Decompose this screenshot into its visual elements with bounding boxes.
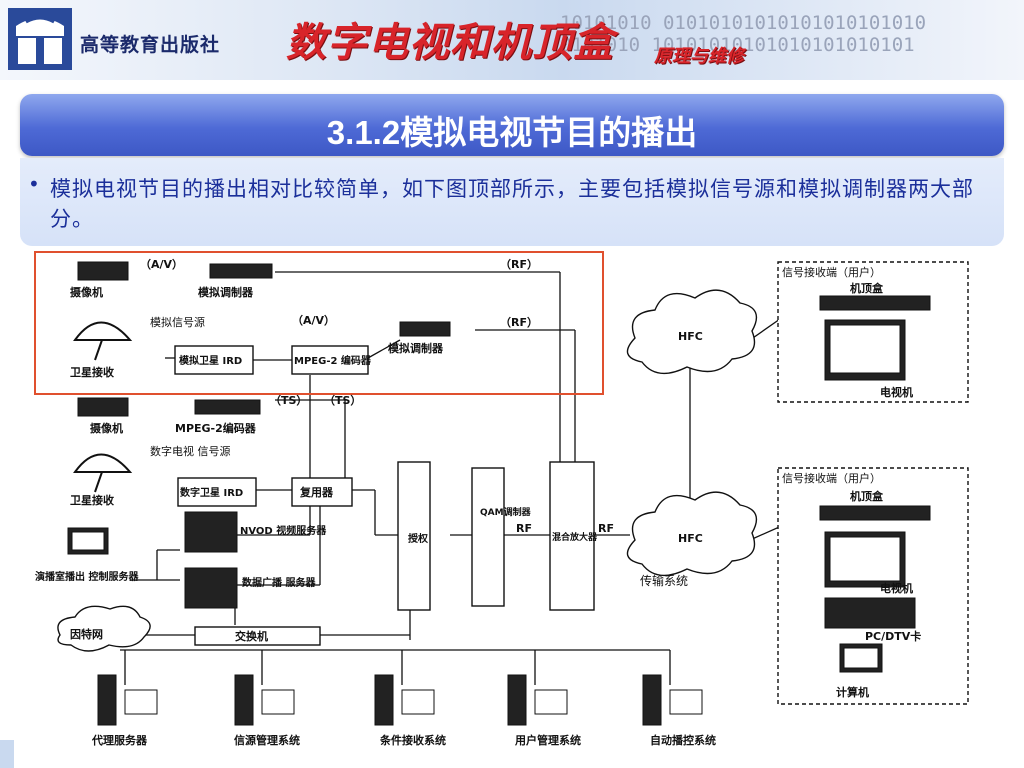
label-receiver2: 信号接收端（用户） bbox=[782, 471, 881, 485]
label-av2: （A/V） bbox=[292, 314, 335, 327]
label-mixer: 混合放大器 bbox=[552, 531, 598, 543]
label-analog-ird: 模拟卫星 IRD bbox=[179, 354, 242, 367]
label-hfc1: HFC bbox=[678, 330, 703, 343]
label-switch: 交换机 bbox=[235, 629, 268, 643]
label-auth: 授权 bbox=[408, 532, 429, 545]
label-rf1: （RF） bbox=[500, 258, 538, 271]
label-data-server: 数据广播 服务器 bbox=[242, 576, 316, 589]
bullet-icon: • bbox=[28, 172, 40, 196]
label-computer: 计算机 bbox=[836, 685, 869, 699]
label-modulator2: 模拟调制器 bbox=[388, 341, 444, 355]
bullet-text-box: • 模拟电视节目的播出相对比较简单，如下图顶部所示，主要包括模拟信号源和模拟调制… bbox=[20, 158, 1004, 246]
label-digital-source: 数字电视 信号源 bbox=[150, 444, 231, 458]
label-ca-system: 条件接收系统 bbox=[379, 733, 446, 747]
corner-decoration bbox=[0, 740, 14, 768]
label-stb2: 机顶盒 bbox=[850, 489, 884, 503]
header-banner: 高等教育出版社 10101010 01010101010101010101010… bbox=[0, 0, 1024, 80]
label-mpeg-enc2: MPEG-2编码器 bbox=[175, 421, 257, 435]
publisher-name: 高等教育出版社 bbox=[80, 34, 221, 56]
label-ts2: （TS） bbox=[324, 394, 361, 407]
label-broadcast-ctrl: 演播室播出 控制服务器 bbox=[35, 570, 139, 583]
binary-decoration: 10101010 01010101010101010101010 0101010… bbox=[560, 12, 927, 56]
slide-title: 3.1.2模拟电视节目的播出 bbox=[326, 114, 698, 151]
label-satellite2: 卫星接收 bbox=[70, 493, 114, 507]
label-satellite1: 卫星接收 bbox=[70, 365, 114, 379]
label-camera1: 摄像机 bbox=[70, 285, 103, 299]
label-rf4: RF bbox=[598, 522, 614, 535]
label-mpeg-enc1: MPEG-2 编码器 bbox=[294, 354, 372, 367]
label-tv1: 电视机 bbox=[880, 385, 913, 399]
label-ts1: （TS） bbox=[270, 394, 307, 407]
publisher-logo-icon bbox=[6, 6, 74, 72]
bullet-paragraph: 模拟电视节目的播出相对比较简单，如下图顶部所示，主要包括模拟信号源和模拟调制器两… bbox=[50, 177, 974, 231]
slide-title-bar: 3.1.2模拟电视节目的播出 bbox=[20, 94, 1004, 156]
label-av1: （A/V） bbox=[140, 258, 183, 271]
label-pc-card: PC/DTV卡 bbox=[865, 629, 921, 643]
label-tv2: 电视机 bbox=[880, 581, 913, 595]
label-transmission: 传输系统 bbox=[640, 573, 688, 588]
label-camera2: 摄像机 bbox=[90, 421, 123, 435]
label-rf2: （RF） bbox=[500, 316, 538, 329]
label-hfc2: HFC bbox=[678, 532, 703, 545]
label-nvod: NVOD 视频服务器 bbox=[240, 524, 327, 537]
book-subtitle: 原理与维修 bbox=[654, 46, 744, 67]
broadcast-system-diagram: 摄像机 模拟调制器 （A/V） （RF） 模拟信号源 （A/V） （RF） 模拟… bbox=[30, 250, 1000, 755]
label-proxy: 代理服务器 bbox=[91, 733, 148, 747]
label-stb1: 机顶盒 bbox=[850, 281, 884, 295]
label-source-mgmt: 信源管理系统 bbox=[234, 733, 300, 747]
label-rf3: RF bbox=[516, 522, 532, 535]
label-user-mgmt: 用户管理系统 bbox=[515, 733, 581, 747]
label-internet: 因特网 bbox=[70, 627, 103, 641]
label-receiver1: 信号接收端（用户） bbox=[782, 265, 881, 279]
book-title: 数字电视和机顶盒 bbox=[286, 19, 614, 66]
label-multiplexer: 复用器 bbox=[299, 485, 334, 499]
label-auto-control: 自动播控系统 bbox=[650, 733, 716, 747]
label-modulator1: 模拟调制器 bbox=[198, 285, 254, 299]
label-qam: QAM调制器 bbox=[480, 506, 532, 518]
label-analog-source: 模拟信号源 bbox=[150, 315, 205, 329]
label-digital-ird: 数字卫星 IRD bbox=[180, 486, 243, 499]
